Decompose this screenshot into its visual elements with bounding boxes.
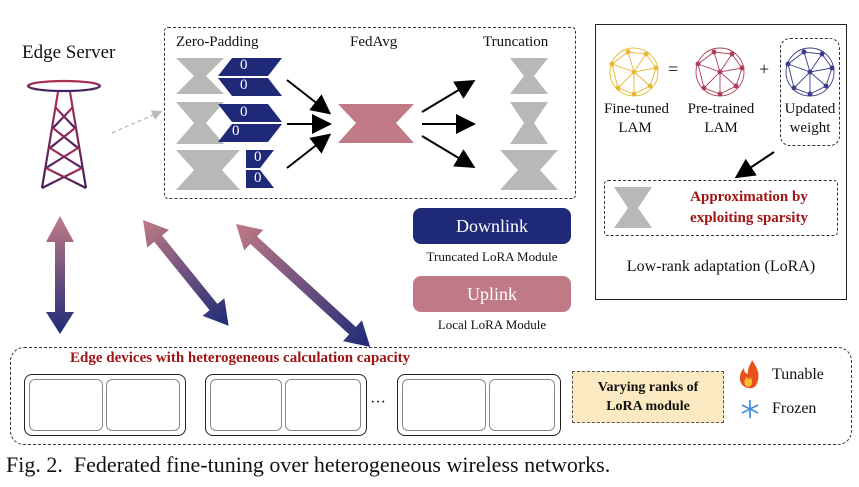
radio-tower-icon [26,79,102,189]
fine-tuned-lam-network-icon [609,47,659,97]
equals-sign: = [668,59,679,79]
approx-line1: Approximation by [690,189,808,205]
zero-digit: 0 [254,170,262,186]
fine-tuned-line2: LAM [618,120,652,136]
downlink-uplink-arrow-2 [143,220,229,326]
uplink-caption: Local LoRA Module [437,317,547,332]
edge-devices-panel [10,347,852,445]
updated-line1: Updated [784,101,836,117]
truncated-module-2 [510,102,548,144]
ellipsis: ··· [370,394,386,411]
truncation-output-arrows [421,79,476,169]
approximation-arrow [734,151,775,179]
edge-device-2-model-slot [285,379,361,431]
edge-device-1-lora-slot [29,379,103,431]
zero-padded-module-3 [176,150,274,190]
pretrained-line1: Pre-trained [687,101,755,117]
zero-digit: 0 [232,123,240,139]
approximation-label: Approximation by exploiting sparsity [664,187,834,229]
zero-padded-module-2 [176,102,282,144]
tunable-label: Tunable [772,366,824,383]
server-link-arrow [111,110,163,134]
updated-weight-label: Updated weight [780,100,840,138]
lora-panel [595,24,847,300]
fine-tuned-lam-label: Fine-tuned LAM [604,100,669,138]
snowflake-icon [741,400,759,418]
updated-line2: weight [789,120,831,136]
zero-digit: 0 [240,104,248,120]
fire-icon [739,360,759,389]
edge-server-label: Edge Server [22,42,116,63]
uplink-legend: Uplink [413,276,571,312]
zero-digit: 0 [254,149,262,165]
edge-device-3-lora-slot [402,379,486,431]
updated-weight-box [780,38,840,146]
frozen-label: Frozen [772,400,817,417]
pretrained-line2: LAM [704,120,738,136]
pretrained-lam-network-icon [695,47,745,97]
server-aggregation-panel [164,27,576,199]
ranks-line1: Varying ranks of [597,380,699,395]
truncation-label: Truncation [483,34,549,50]
zero-digit: 0 [240,77,248,93]
zero-padded-module-1 [176,58,282,96]
uplink-label: Uplink [466,283,517,304]
updated-weight-network-icon [785,47,835,97]
fedavg-module [338,104,414,143]
approximation-box [604,180,838,236]
figure-caption: Fig. 2. Federated fine-tuning over heter… [6,452,611,477]
zero-digit: 0 [240,57,248,73]
zero-padding-label: Zero-Padding [176,34,259,50]
fedavg-label: FedAvg [350,34,398,50]
truncated-module-1 [510,58,548,94]
fedavg-input-arrows [286,79,332,169]
downlink-label: Downlink [456,215,528,236]
edge-device-1-model-slot [106,379,180,431]
ranks-line2: LoRA module [606,399,690,414]
varying-ranks-box: Varying ranks of LoRA module [572,371,724,423]
downlink-uplink-arrow-1 [46,216,74,334]
edge-device-3-model-slot [489,379,555,431]
downlink-caption: Truncated LoRA Module [426,249,558,264]
approximation-module [614,187,652,228]
downlink-legend: Downlink [413,208,571,244]
plus-sign: + [759,59,770,79]
lora-panel-title: Low-rank adaptation (LoRA) [626,258,816,275]
approx-line2: exploiting sparsity [690,210,808,226]
truncated-module-3 [500,150,558,190]
fine-tuned-line1: Fine-tuned [604,101,669,117]
downlink-uplink-arrow-3 [236,224,371,347]
edge-devices-title: Edge devices with heterogeneous calculat… [70,350,411,366]
pretrained-lam-label: Pre-trained LAM [685,100,757,138]
edge-device-2-lora-slot [210,379,282,431]
